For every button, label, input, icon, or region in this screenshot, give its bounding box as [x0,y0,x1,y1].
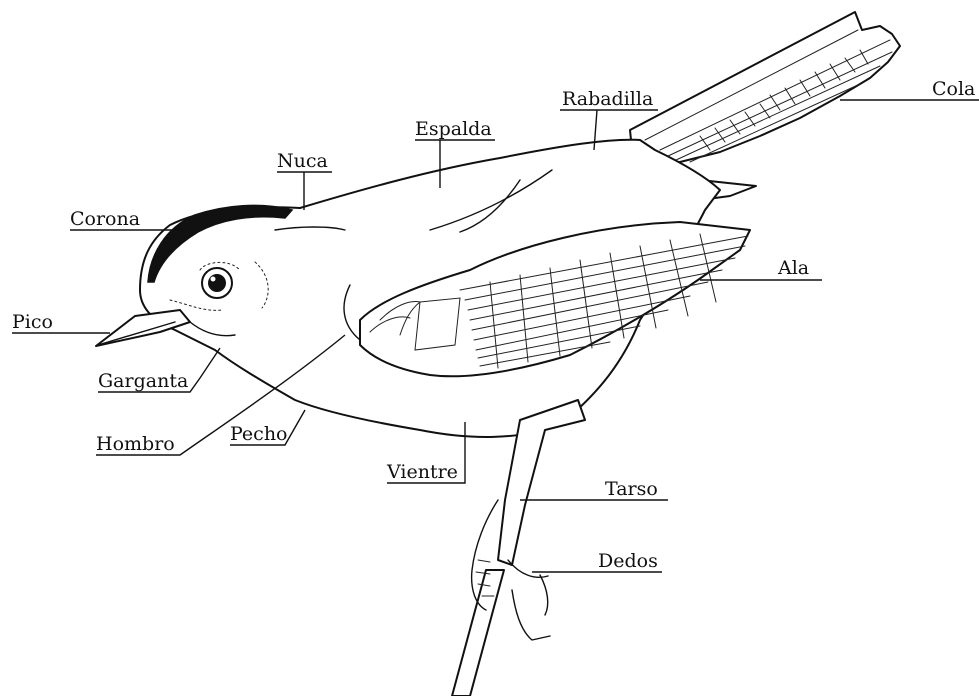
label-pecho: Pecho [230,423,288,445]
label-cola: Cola [932,78,975,100]
label-espalda: Espalda [415,118,492,140]
label-garganta: Garganta [98,370,188,392]
perch-branch [452,570,504,696]
label-vientre: Vientre [386,461,458,483]
label-tarso: Tarso [605,478,658,500]
label-ala: Ala [777,257,809,279]
label-pico: Pico [12,311,53,333]
label-rabadilla: Rabadilla [562,88,653,110]
label-corona: Corona [70,208,140,230]
label-hombro: Hombro [96,433,175,455]
label-nuca: Nuca [277,150,328,172]
label-dedos: Dedos [598,550,658,572]
